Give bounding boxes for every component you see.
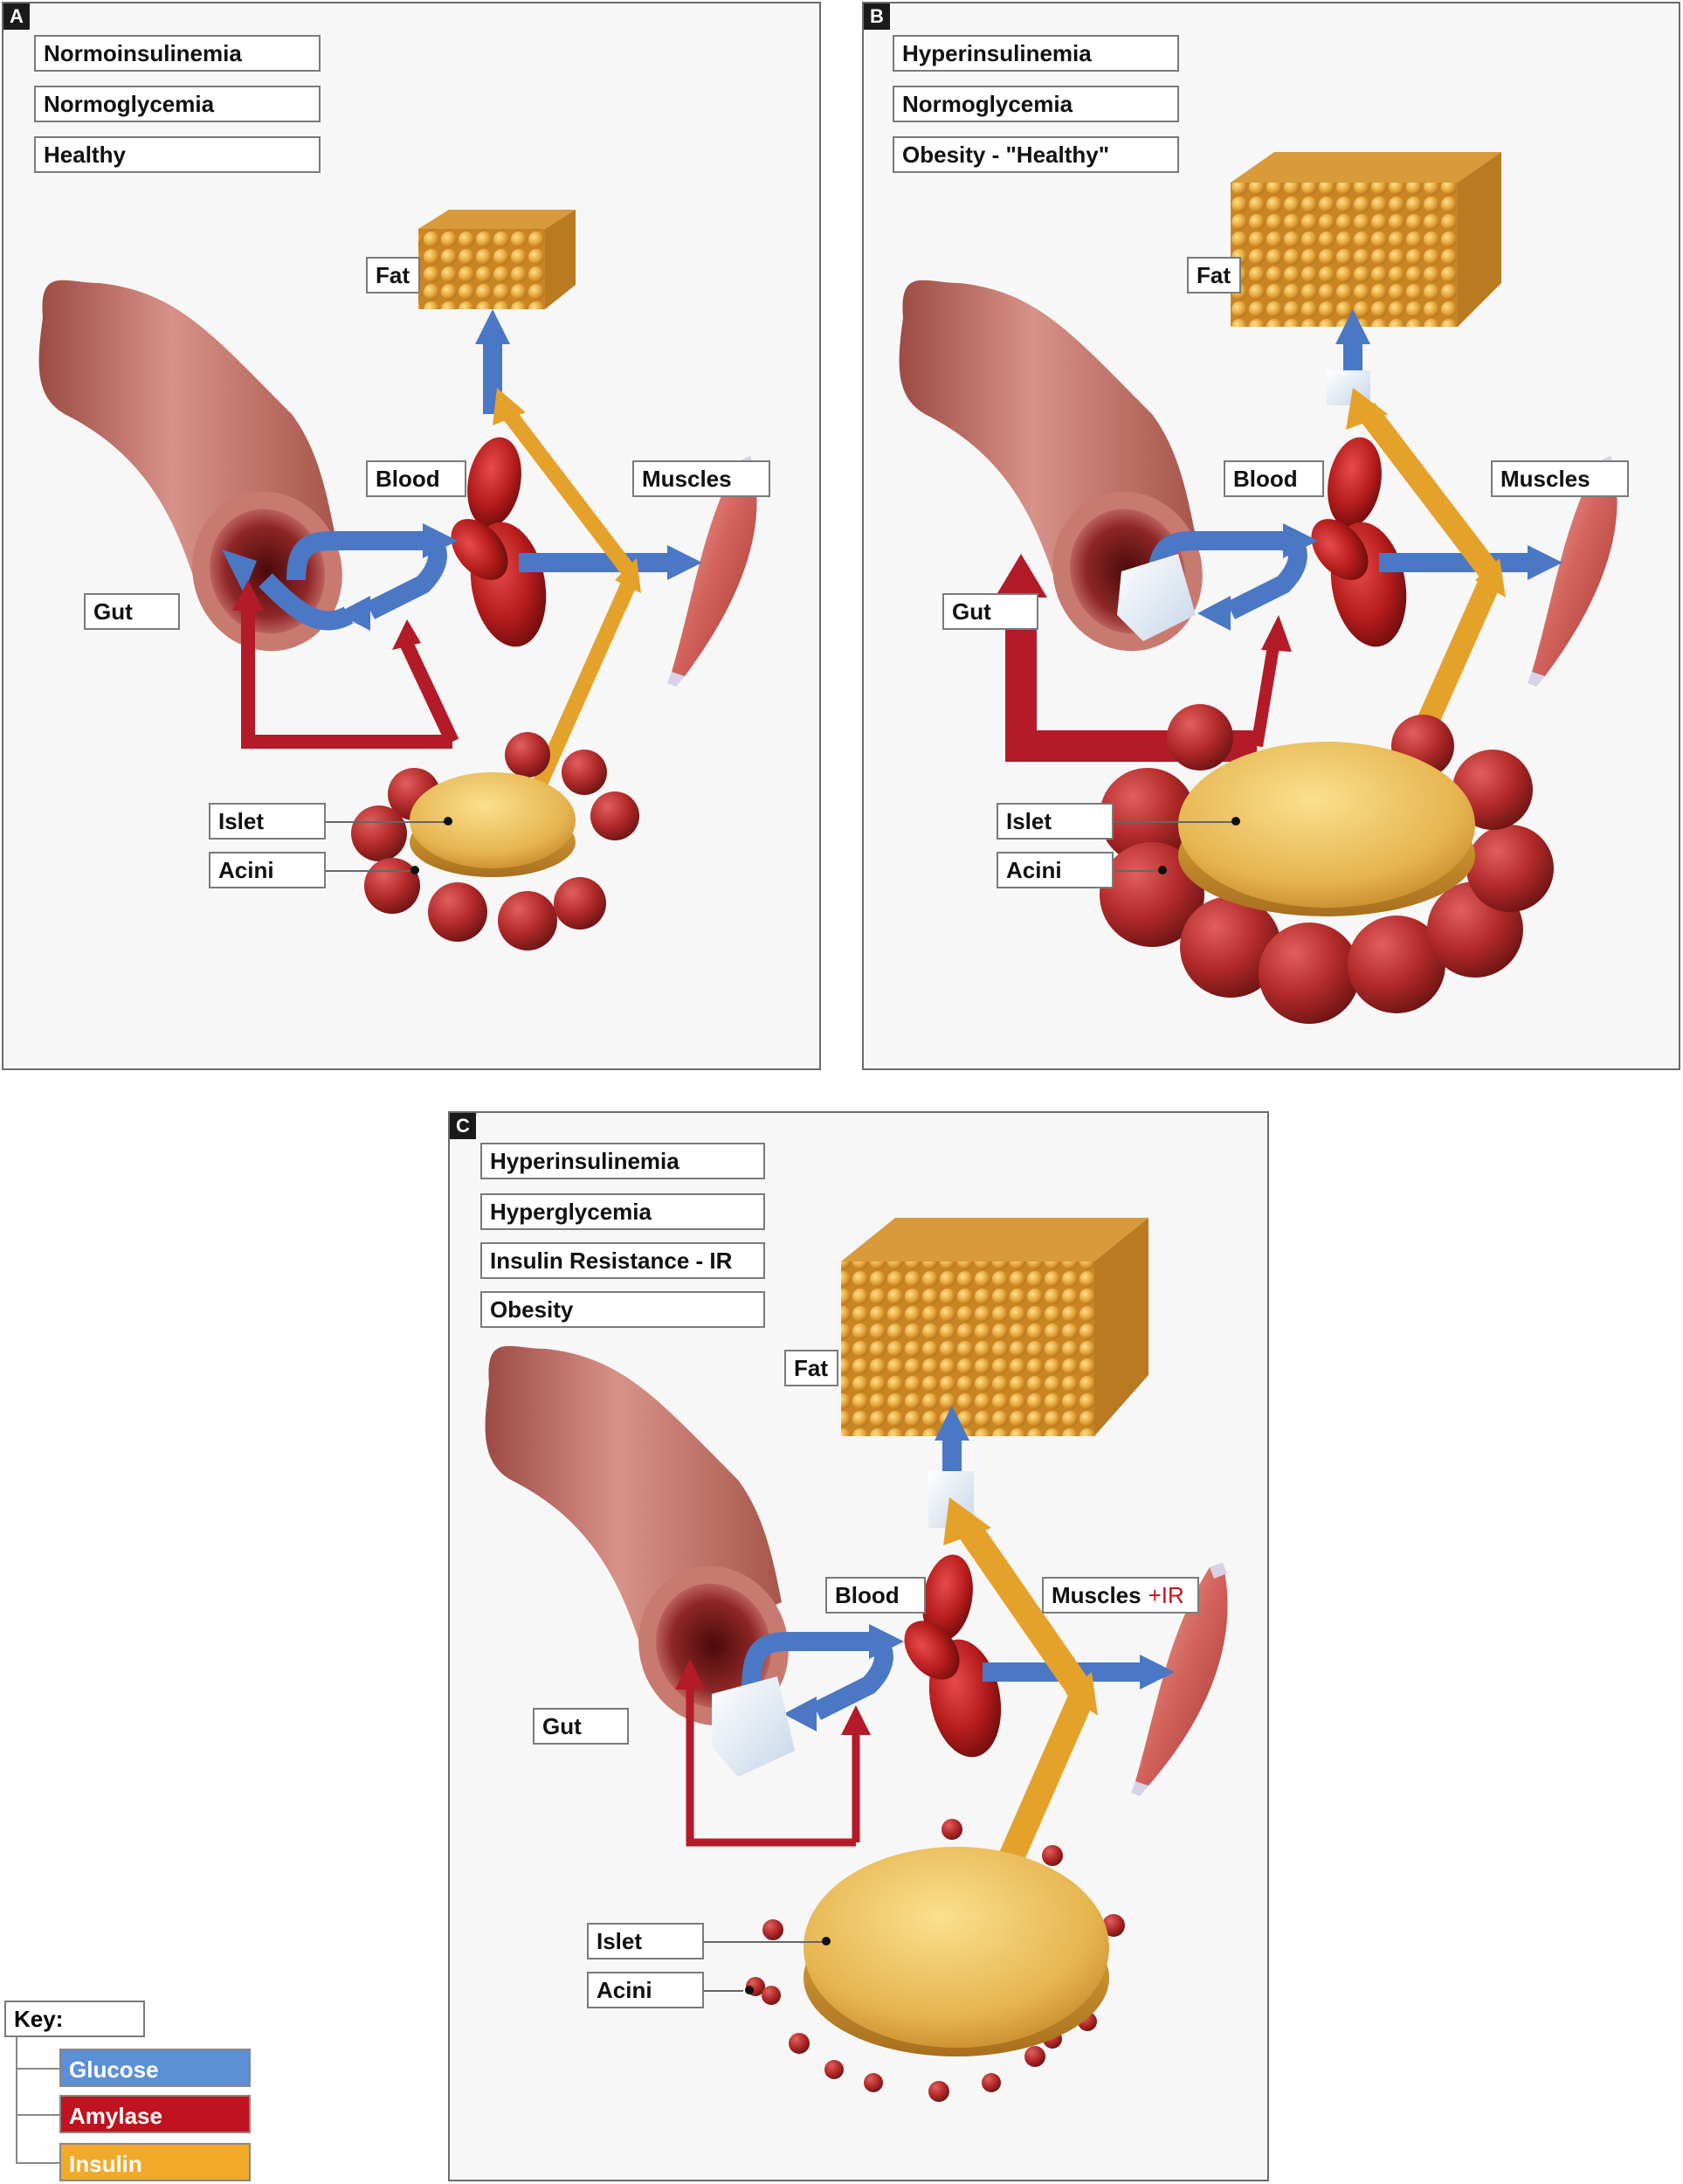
condition-label: Healthy (34, 136, 321, 173)
amylase-arrowheads (995, 554, 1292, 652)
fat-illustration (841, 1218, 1148, 1436)
acini-label: Acini (997, 852, 1114, 888)
panel-c-illustration (485, 1218, 1228, 2102)
panel-b-letter: B (864, 3, 890, 30)
amylase-arrowheads (675, 1659, 871, 1735)
condition-label: Normoinsulinemia (34, 35, 321, 72)
insulin-arrowheads (1346, 388, 1506, 598)
key-connector (16, 2162, 59, 2164)
fat-illustration (418, 210, 576, 309)
key-connector (16, 2037, 17, 2164)
panel-c-letter: C (450, 1113, 476, 1139)
muscles-label: Muscles (1491, 460, 1629, 497)
blood-label: Blood (366, 460, 466, 497)
acini-leader (1114, 870, 1162, 872)
insulin-arrowheads (493, 388, 641, 593)
panel-a-letter: A (3, 3, 30, 30)
islet-dot (444, 817, 452, 826)
blood-label: Blood (1224, 460, 1324, 497)
fat-label: Fat (1187, 257, 1241, 294)
islet-dot (822, 1937, 831, 1946)
islet-leader (704, 1941, 826, 1943)
insulin-arrowheads (943, 1497, 1098, 1716)
acini-leader (326, 870, 413, 872)
condition-label: Normoglycemia (34, 86, 321, 122)
key-connector (16, 2068, 59, 2070)
fat-label: Fat (784, 1350, 838, 1386)
condition-label: Hyperinsulinemia (480, 1143, 765, 1179)
amylase-arrows (241, 606, 459, 749)
amylase-arrowheads (232, 580, 421, 650)
condition-label: Hyperglycemia (480, 1193, 765, 1230)
glucose-arrowheads (783, 1406, 1175, 1731)
acini-label: Acini (587, 1972, 704, 2008)
glucose-cubes (1117, 370, 1370, 641)
fat-label: Fat (366, 257, 420, 294)
islet-label: Islet (997, 803, 1114, 840)
pancreas-illustration (351, 732, 639, 950)
acini-dot (745, 1986, 754, 1994)
glucose-arrows (259, 340, 667, 631)
panel-a: A (2, 2, 821, 1070)
gut-label: Gut (84, 593, 180, 630)
islet-leader (326, 821, 448, 823)
islet-dot (1231, 817, 1240, 826)
pancreas-illustration (746, 1819, 1125, 2102)
panel-b: B (862, 2, 1680, 1070)
islet-label: Islet (209, 803, 326, 840)
panel-c: C (448, 1111, 1269, 2181)
acini-dot (410, 866, 419, 874)
muscles-label: Muscles+IR (1042, 1577, 1199, 1614)
key-insulin: Insulin (59, 2143, 251, 2181)
muscles-label: Muscles (632, 460, 770, 497)
acini-dot (1158, 866, 1167, 874)
key-glucose: Glucose (59, 2049, 251, 2087)
key-connector (16, 2114, 59, 2116)
insulin-resistance-marker: +IR (1148, 1582, 1184, 1608)
islet-leader (1114, 821, 1236, 823)
key-amylase: Amylase (59, 2095, 251, 2133)
fat-illustration (1231, 152, 1501, 327)
panel-a-illustration (38, 210, 757, 950)
gut-label: Gut (942, 593, 1038, 630)
glucose-arrowheads (1197, 309, 1562, 631)
acini-leader (704, 1990, 743, 1992)
islet-label: Islet (587, 1923, 704, 1959)
condition-label: Insulin Resistance - IR (480, 1242, 765, 1279)
muscle-illustration (1131, 1563, 1228, 1796)
blood-label: Blood (825, 1577, 926, 1614)
gut-label: Gut (533, 1708, 629, 1745)
condition-label: Obesity (480, 1291, 765, 1328)
acini-label: Acini (209, 852, 326, 888)
panel-b-illustration (899, 152, 1617, 1024)
amylase-arrows (686, 1681, 860, 1847)
muscles-label-text: Muscles (1052, 1582, 1142, 1608)
amylase-arrows-thin (1251, 639, 1280, 748)
condition-label: Obesity - "Healthy" (893, 136, 1179, 173)
condition-label: Normoglycemia (893, 86, 1179, 122)
condition-label: Hyperinsulinemia (893, 35, 1179, 72)
key-title: Key: (4, 2001, 145, 2037)
pancreas-illustration (1100, 704, 1554, 1024)
